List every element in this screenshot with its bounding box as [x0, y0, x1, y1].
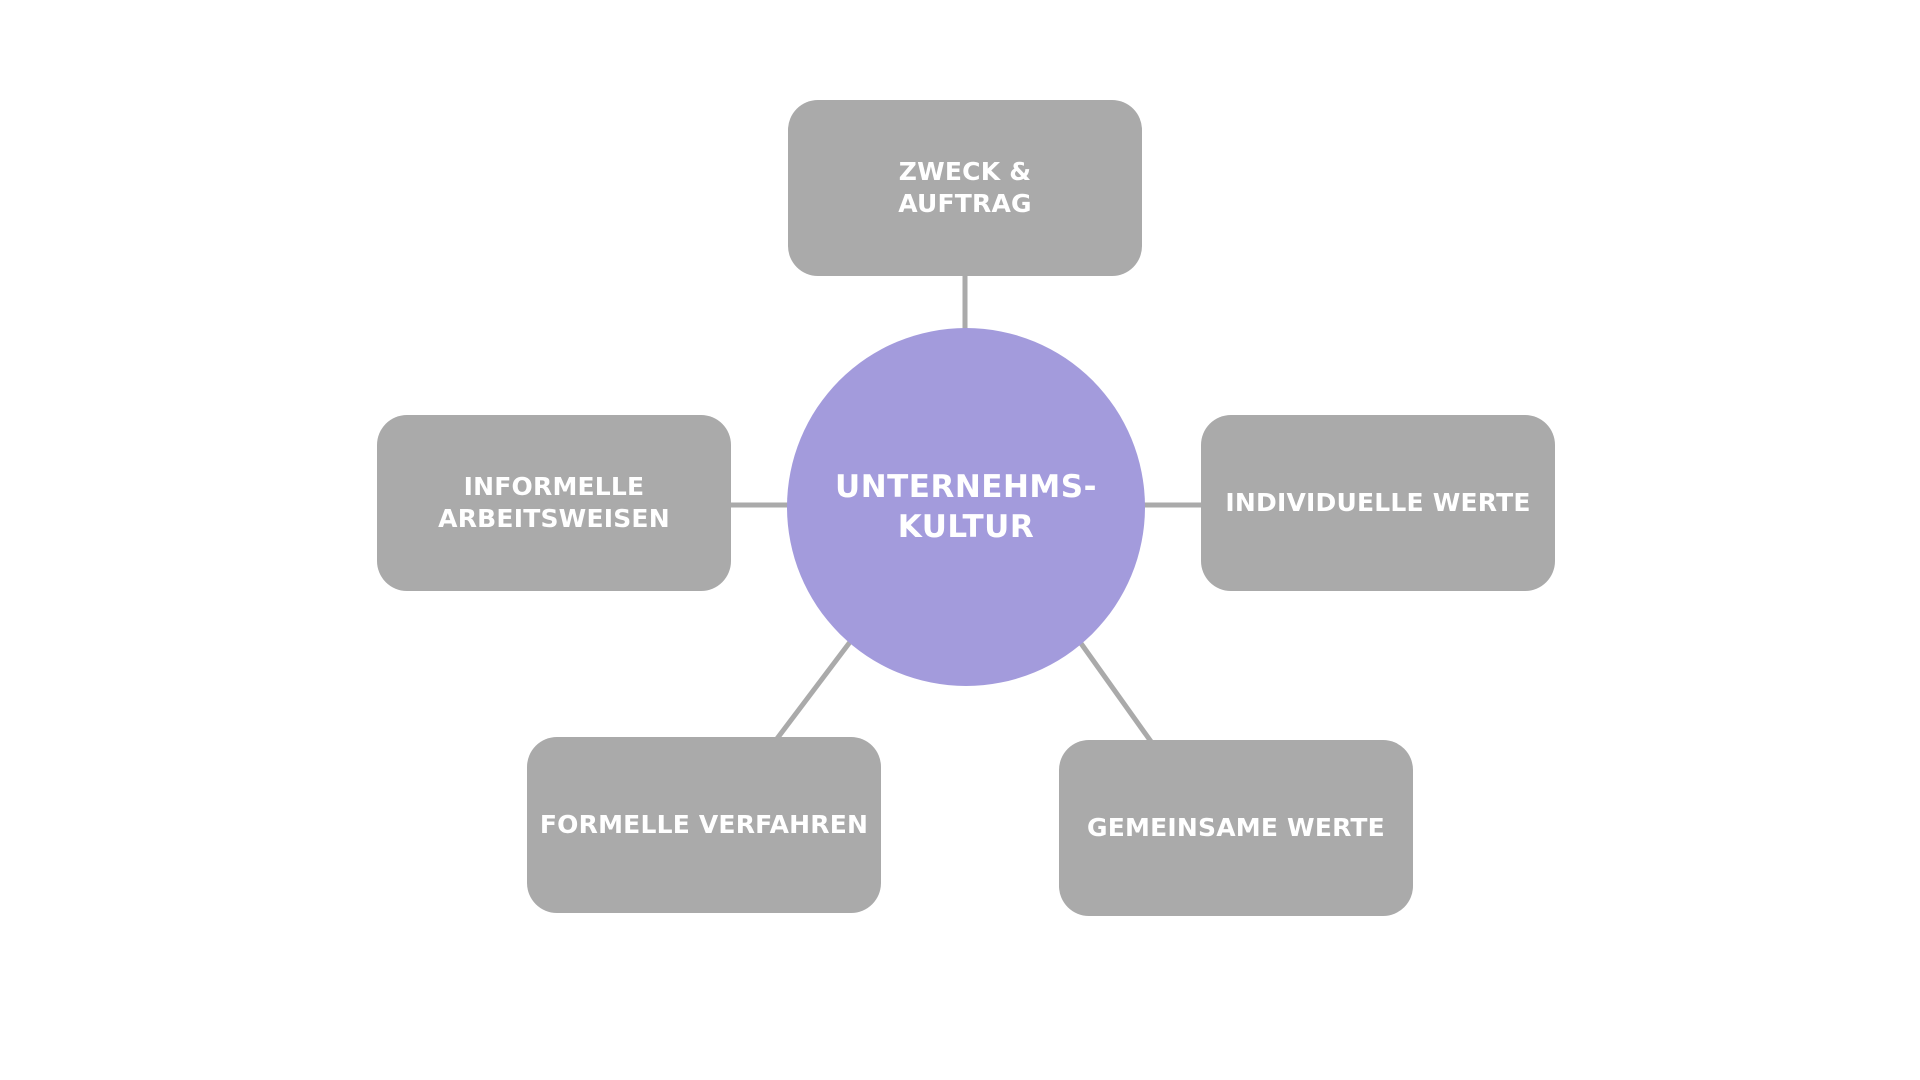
node-label: GEMEINSAME WERTE [1087, 813, 1385, 842]
node-label: INDIVIDUELLE WERTE [1225, 488, 1531, 517]
node-gemeinsame-werte: GEMEINSAME WERTE [1059, 740, 1413, 916]
connector-bottom-right [1077, 640, 1155, 745]
connector-bottom-left [774, 640, 852, 742]
center-label: UNTERNEHMS- KULTUR [835, 469, 1097, 545]
center-node-unternehmenskultur: UNTERNEHMS- KULTUR [787, 328, 1145, 686]
node-formelle-verfahren: FORMELLE VERFAHREN [527, 737, 881, 913]
node-label: INFORMELLE ARBEITSWEISEN [438, 472, 670, 533]
node-label: ZWECK & AUFTRAG [898, 157, 1032, 218]
node-individuelle-werte: INDIVIDUELLE WERTE [1201, 415, 1555, 591]
node-informelle-arbeitsweisen: INFORMELLE ARBEITSWEISEN [377, 415, 731, 591]
node-zweck-auftrag: ZWECK & AUFTRAG [788, 100, 1142, 276]
node-label: FORMELLE VERFAHREN [539, 810, 869, 839]
